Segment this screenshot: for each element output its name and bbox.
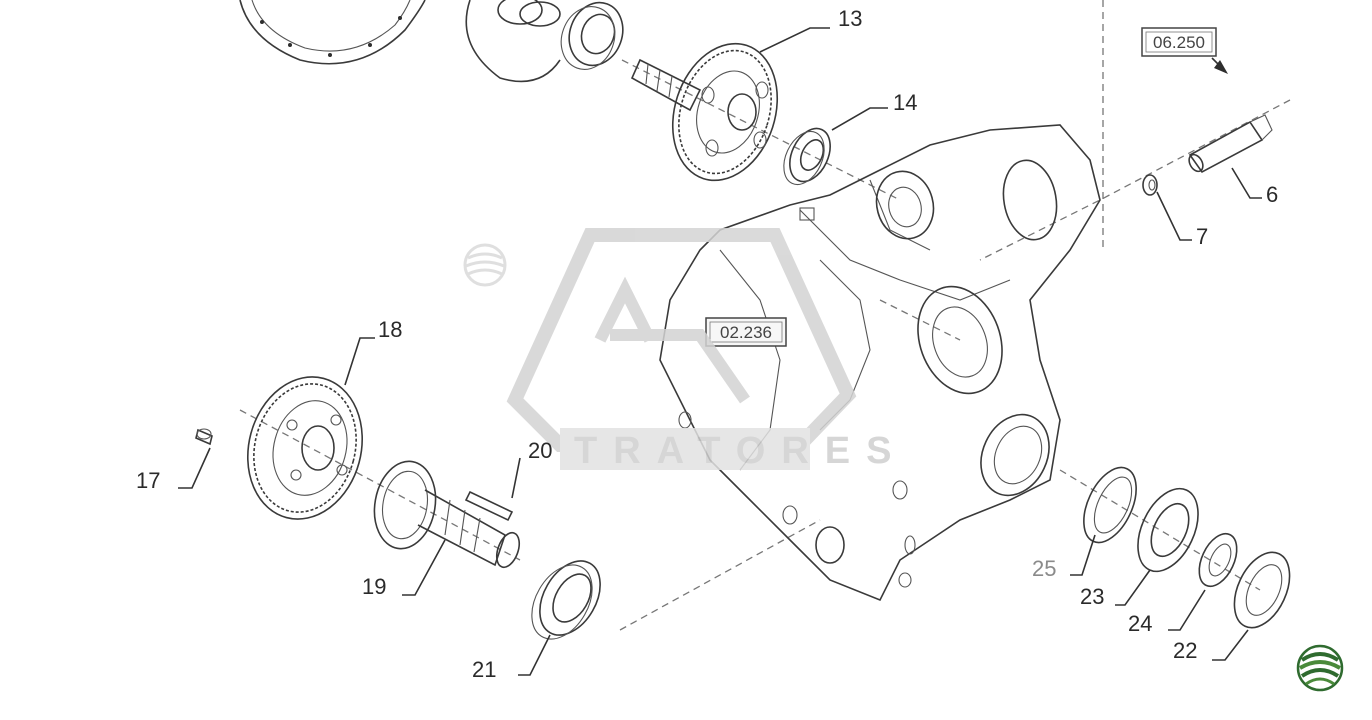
part-17-pin bbox=[195, 428, 213, 446]
callout-numbers: 13 14 6 7 18 17 19 20 21 25 23 24 22 bbox=[136, 6, 1278, 682]
reference-label-top: 06.250 bbox=[1153, 33, 1205, 52]
flywheel-housing-part bbox=[239, 0, 426, 65]
callout-22: 22 bbox=[1173, 638, 1197, 663]
callout-24: 24 bbox=[1128, 611, 1152, 636]
callout-leaders bbox=[178, 27, 1262, 676]
part-7-washer bbox=[1142, 174, 1158, 196]
callout-23: 23 bbox=[1080, 584, 1104, 609]
reference-box-mid: 02.236 bbox=[705, 317, 787, 347]
seal-22 bbox=[1233, 551, 1291, 629]
callout-18: 18 bbox=[378, 317, 402, 342]
key-20 bbox=[464, 490, 514, 522]
callout-17: 17 bbox=[136, 468, 160, 493]
callout-13: 13 bbox=[838, 6, 862, 31]
reference-label-mid: 02.236 bbox=[720, 323, 772, 342]
callout-21: 21 bbox=[472, 657, 496, 682]
seal-25 bbox=[1083, 466, 1137, 544]
callout-6: 6 bbox=[1266, 182, 1278, 207]
bearing-21 bbox=[531, 560, 601, 640]
bearing-14 bbox=[783, 127, 831, 186]
callout-25: 25 bbox=[1032, 556, 1056, 581]
callout-7: 7 bbox=[1196, 224, 1208, 249]
watermark-logo-icon bbox=[463, 243, 507, 287]
shaft-19 bbox=[373, 460, 521, 569]
ring-24 bbox=[1198, 532, 1238, 588]
gear-13 bbox=[630, 42, 779, 182]
gear-18 bbox=[246, 376, 364, 520]
part-6-sensor bbox=[1188, 114, 1273, 174]
reference-box-top: 06.250 bbox=[1141, 27, 1228, 74]
callout-14: 14 bbox=[893, 90, 917, 115]
bearing-23 bbox=[1137, 487, 1199, 573]
watermark: TRATORES bbox=[463, 228, 908, 472]
watermark-brand-text: TRATORES bbox=[574, 430, 908, 472]
brand-logo-icon bbox=[1296, 644, 1344, 692]
callout-19: 19 bbox=[362, 574, 386, 599]
callout-20: 20 bbox=[528, 438, 552, 463]
top-washer-cluster bbox=[465, 0, 624, 83]
